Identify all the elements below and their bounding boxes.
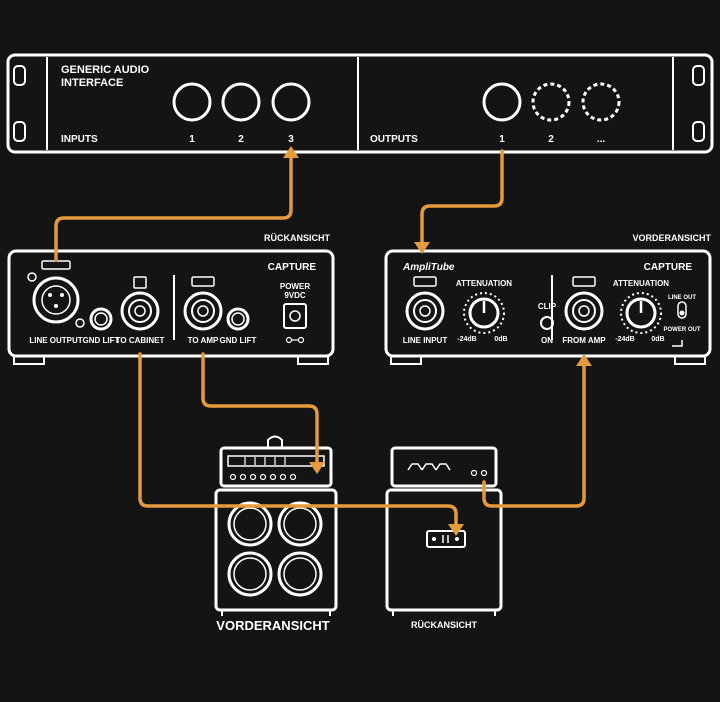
speaker-cabinet-rear (385, 488, 503, 612)
cable-arrowheads (283, 146, 592, 536)
line-input-icon (413, 276, 437, 287)
cable-to-cabinet-to-cab (138, 352, 458, 530)
line-input-jack[interactable] (405, 291, 445, 331)
attenuation-knob-2[interactable] (625, 297, 657, 329)
from-amp-icon (572, 276, 596, 287)
arrow-to-input-3 (283, 146, 299, 158)
from-amp-jack[interactable] (564, 291, 604, 331)
attenuation-min-1: -24dB (457, 336, 476, 343)
input-number-2: 2 (238, 134, 244, 145)
to-cabinet-label: TO CABINET (116, 336, 165, 345)
cable-line-output-to-input-3 (54, 154, 293, 262)
output-jack-1[interactable] (482, 82, 522, 122)
interface-title-line1: GENERIC AUDIO (61, 64, 150, 76)
input-jack-2[interactable] (221, 82, 261, 122)
power-label-line1: POWER (280, 282, 310, 291)
audio-interface (6, 53, 714, 154)
arrow-to-cab-input (448, 524, 464, 536)
attenuation-max-2: 0dB (651, 336, 664, 343)
gnd-lift-label-2: GND LIFT (220, 336, 257, 345)
attenuation-max-1: 0dB (494, 336, 507, 343)
gnd-lift-button-2[interactable] (226, 307, 250, 331)
line-output-label: LINE OUTPUT (29, 336, 82, 345)
clip-label: CLIP (538, 302, 557, 311)
arrow-to-amp-head (309, 462, 325, 474)
amp-stack-front (214, 435, 338, 616)
xlr-output-jack[interactable] (32, 276, 80, 324)
amp-head (219, 446, 333, 488)
rack-ear-hole (13, 65, 26, 86)
input-jack-3[interactable] (271, 82, 311, 122)
capture-rear-chassis (7, 249, 335, 358)
cables (54, 149, 586, 530)
capture-unit-rear (7, 249, 335, 365)
gnd-lift-button-1[interactable] (89, 307, 113, 331)
amp-handle (267, 435, 283, 448)
power-socket[interactable] (283, 303, 307, 329)
cable-amp-to-from-amp (482, 360, 586, 508)
output-jack-2[interactable] (531, 82, 571, 122)
capture-unit-front (384, 249, 712, 365)
amp-head-vent (227, 455, 325, 467)
line-out-label: LINE OUT (668, 295, 696, 301)
arrow-to-from-amp (576, 354, 592, 366)
interface-chassis (6, 53, 714, 154)
speaker-cabinet (214, 488, 338, 612)
speaker-cone (227, 551, 273, 597)
input-number-3: 3 (288, 134, 294, 145)
cable-output-1-to-line-input (420, 149, 504, 248)
output-number-more: ... (597, 134, 606, 145)
to-amp-label: TO AMP (188, 336, 219, 345)
amplitube-logo: AmpliTube (402, 262, 455, 273)
output-mode-switch[interactable] (677, 301, 687, 319)
right-unit-view-label: VORDERANSICHT (632, 233, 711, 243)
output-number-1: 1 (499, 134, 505, 145)
on-label: ON (541, 336, 553, 345)
amp-front-view-label: VORDERANSICHT (216, 618, 329, 633)
line-input-label: LINE INPUT (403, 336, 448, 345)
amp-head-rear (390, 446, 498, 488)
speaker-cone (277, 551, 323, 597)
attenuation-knob-1[interactable] (468, 297, 500, 329)
attenuation-label-2: ATTENUATION (613, 279, 669, 288)
left-unit-view-label: RÜCKANSICHT (264, 233, 330, 243)
left-capture-label: CAPTURE (268, 262, 317, 273)
to-amp-jack[interactable] (183, 291, 223, 331)
output-number-2: 2 (548, 134, 554, 145)
to-cabinet-jack[interactable] (120, 291, 160, 331)
inputs-label: INPUTS (61, 134, 98, 145)
rack-ear-hole (692, 65, 705, 86)
capture-front-chassis (384, 249, 712, 358)
amp-stack-rear (385, 446, 503, 616)
outputs-label: OUTPUTS (370, 134, 418, 145)
interface-title-line2: INTERFACE (61, 77, 123, 89)
attenuation-min-2: -24dB (615, 336, 634, 343)
power-out-label: POWER OUT (664, 327, 701, 333)
arrow-to-line-input (414, 242, 430, 254)
input-number-1: 1 (189, 134, 195, 145)
attenuation-label-1: ATTENUATION (456, 279, 512, 288)
clip-led (540, 316, 554, 330)
rack-ear-hole (692, 121, 705, 142)
amp-head-icon (191, 276, 215, 287)
input-jack-1[interactable] (172, 82, 212, 122)
amp-rear-view-label: RÜCKANSICHT (411, 620, 477, 630)
speaker-cone (277, 501, 323, 547)
output-jack-more[interactable] (581, 82, 621, 122)
right-capture-label: CAPTURE (644, 262, 693, 273)
from-amp-label: FROM AMP (562, 336, 606, 345)
cable-to-amp-to-head (201, 352, 319, 468)
cabinet-input-plate[interactable] (426, 530, 466, 548)
gnd-lift-label-1: GND LIFT (83, 336, 120, 345)
speaker-cone (227, 501, 273, 547)
power-label-line2: 9VDC (284, 291, 306, 300)
speaker-icon (133, 276, 147, 289)
xlr-connector-icon (41, 260, 71, 270)
rack-ear-hole (13, 121, 26, 142)
